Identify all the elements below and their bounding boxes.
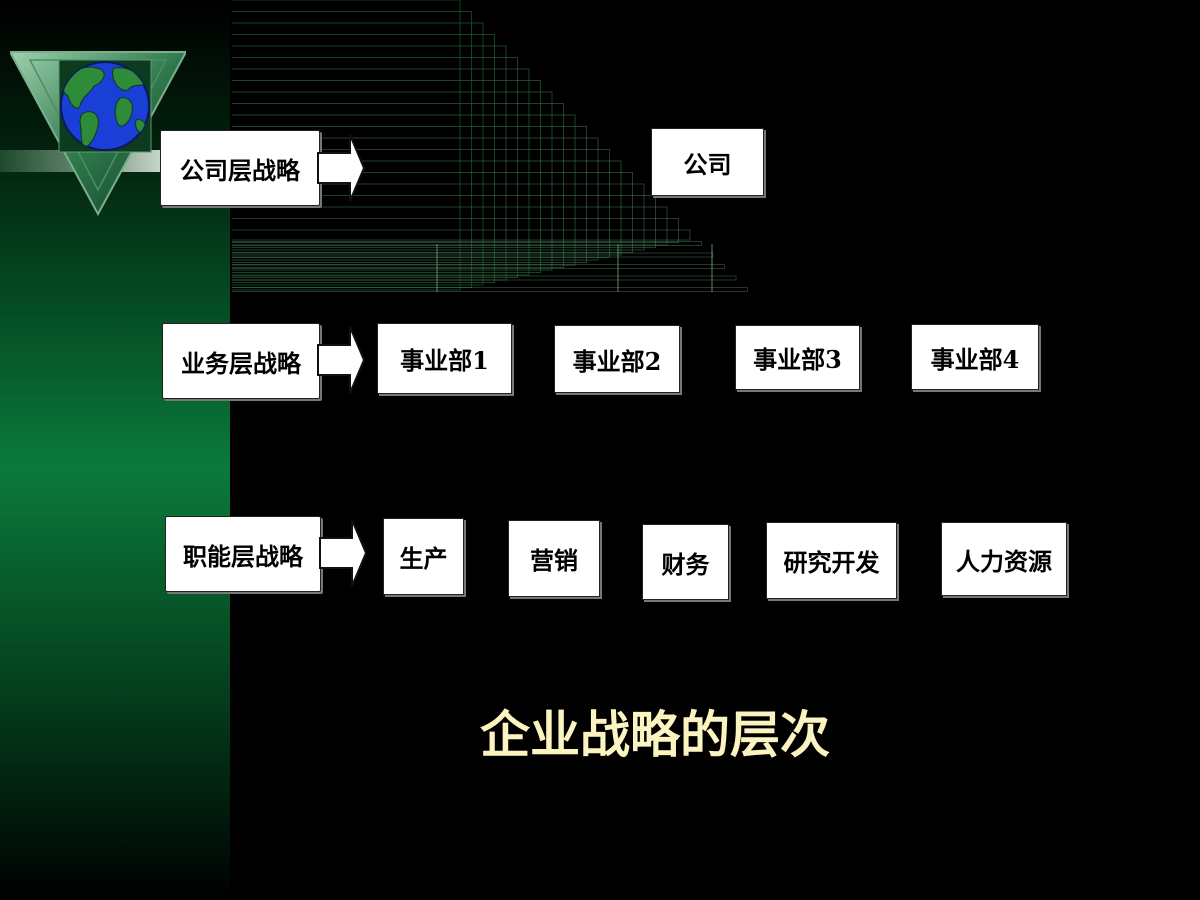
- decorative-line: [232, 252, 714, 258]
- function-node-text: 营销: [530, 546, 578, 575]
- business-arrow-icon: [317, 326, 366, 394]
- division-node: 事业部2: [554, 325, 680, 393]
- function-node-text: 研究开发: [783, 548, 880, 577]
- functional-arrow-icon: [319, 519, 368, 587]
- decorative-line: [232, 229, 691, 241]
- decorative-line: [232, 218, 679, 243]
- division-node: 事业部3: [735, 325, 860, 390]
- division-node-text: 事业部4: [930, 344, 1020, 374]
- slide-title: 企业战略的层次: [480, 706, 830, 764]
- decorative-line: [232, 206, 668, 246]
- business-level-text: 业务层战略: [181, 348, 301, 378]
- company-node: 公司: [651, 128, 764, 196]
- function-node: 营销: [508, 520, 600, 597]
- function-node: 人力资源: [941, 522, 1067, 596]
- division-node-text: 事业部1: [400, 346, 489, 375]
- division-node-text: 事业部3: [753, 345, 842, 374]
- decorative-line: [232, 287, 748, 292]
- globe-logo-icon: [10, 51, 186, 216]
- decorative-line: [232, 264, 725, 269]
- function-node-text: 生产: [399, 544, 448, 573]
- decorative-line: [232, 241, 702, 246]
- decorative-line: [232, 275, 737, 281]
- business-level-label: 业务层战略: [162, 323, 320, 399]
- corporate-level-label: 公司层战略: [160, 130, 320, 206]
- company-node-text: 公司: [683, 149, 732, 179]
- function-node-text: 财务: [661, 549, 710, 579]
- function-node: 财务: [642, 524, 729, 600]
- division-node: 事业部4: [911, 324, 1039, 390]
- functional-level-text: 职能层战略: [183, 541, 303, 571]
- division-node-text: 事业部2: [572, 346, 662, 376]
- function-node: 研究开发: [766, 522, 897, 599]
- corporate-arrow-icon: [317, 134, 366, 202]
- functional-level-label: 职能层战略: [165, 516, 321, 592]
- function-node-text: 人力资源: [956, 546, 1052, 576]
- corporate-level-text: 公司层战略: [180, 155, 300, 185]
- division-node: 事业部1: [377, 323, 512, 394]
- function-node: 生产: [383, 518, 464, 595]
